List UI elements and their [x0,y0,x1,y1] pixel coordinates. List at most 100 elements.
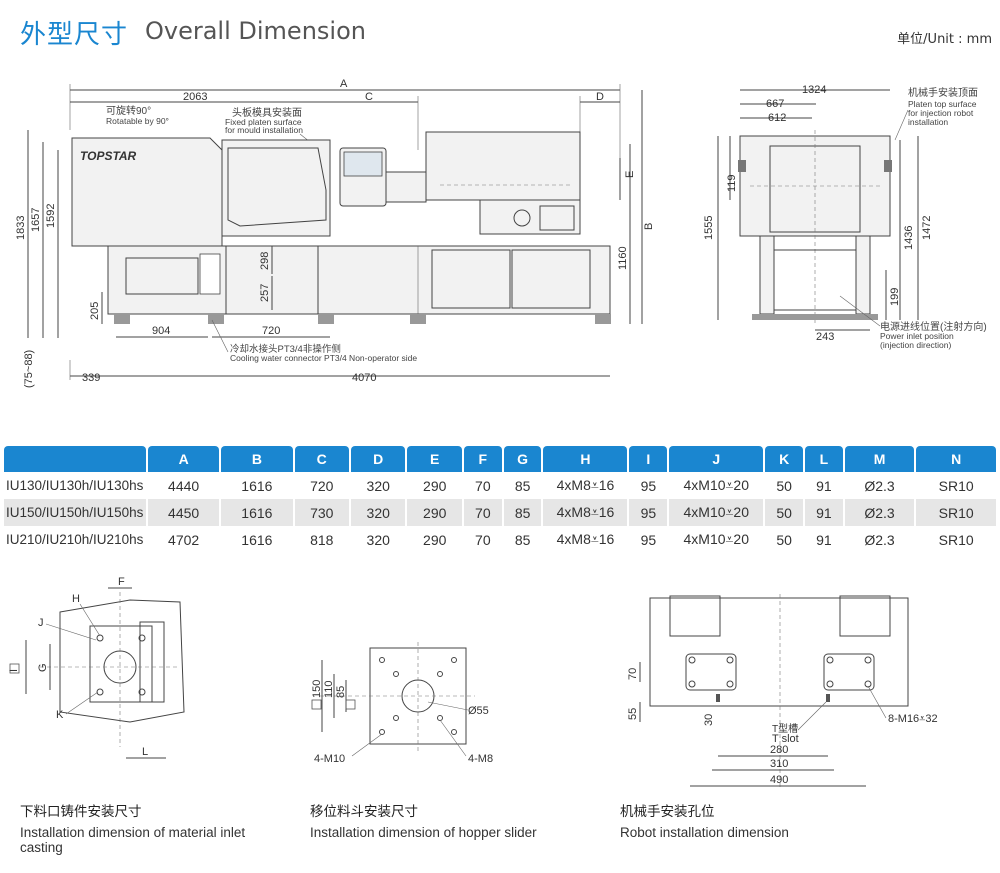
dim-1160: 1160 [617,246,629,270]
label-tslot-en: T slot [772,733,799,745]
table-cell: 91 [805,499,843,526]
page-title-zh: 外型尺寸 [20,20,129,50]
header-cell: C [294,446,349,472]
dim-339: 339 [82,372,100,384]
table-cell: 91 [805,526,843,553]
dim-612: 612 [768,112,786,124]
spec-table-header: A B C D E F G H I J K L M N [4,446,996,472]
table-cell: 818 [294,526,349,553]
caption-hopper-zh: 移位料斗安装尺寸 [310,804,418,820]
label-dia55: Ø55 [468,705,489,717]
dim-1436: 1436 [903,226,915,250]
dim-e: E [624,171,636,178]
dim-1324: 1324 [802,84,826,96]
table-cell: 4xM8⩡16 [543,526,628,553]
dim-1592: 1592 [45,204,57,228]
table-cell: 720 [294,472,349,499]
front-view-drawing: A 2063 C D 可旋转90° Rotatable by 90° 头板模具安… [15,78,655,388]
dim-1555: 1555 [703,216,715,240]
caption-robot: 机械手安装孔位 Robot installation dimension [620,804,789,841]
label-150: 150 [311,680,323,698]
header-cell: J [669,446,764,472]
label-j: J [38,617,44,629]
note-cool-en: Cooling water connector PT3/4 Non-operat… [230,353,417,363]
table-cell: 730 [294,499,349,526]
table-cell: 95 [629,499,668,526]
note-robot-zh: 机械手安装顶面 [908,86,978,99]
table-cell: 4440 [148,472,220,499]
label-110: 110 [323,680,335,698]
table-cell: 290 [407,499,462,526]
header-cell: I [629,446,668,472]
note-mould-zh: 头板模具安装面 [232,106,302,119]
table-cell: SR10 [916,499,996,526]
label-tslot-zh: T型槽 [772,722,798,735]
dim-1472: 1472 [921,216,933,240]
table-cell: 70 [463,472,502,499]
hopper-slider-drawing: 150 110 85 Ø55 4-M10 4-M8 [311,642,493,765]
dim-1833: 1833 [15,216,27,240]
caption-robot-zh: 机械手安装孔位 [620,804,715,820]
table-cell: IU150/IU150h/IU150hs [4,499,146,526]
note-rotate-zh: 可旋转90° [106,104,151,117]
caption-hopper-en: Installation dimension of hopper slider [310,825,537,840]
note-power-zh: 电源进线位置(注射方向) [880,320,987,333]
table-cell: 4xM10⩡20 [669,526,764,553]
note-robot-en1: Platen top surface [908,99,977,109]
caption-inlet-en: Installation dimension of material inlet… [20,825,246,855]
label-f: F [118,576,125,588]
table-row: IU210/IU210h/IU210hs 4702 1616 818 320 2… [4,526,996,553]
label-280: 280 [770,744,788,756]
spec-table: A B C D E F G H I J K L M N IU130/IU130h… [2,446,998,553]
table-cell: 1616 [221,526,293,553]
table-cell: IU210/IU210h/IU210hs [4,526,146,553]
dim-4070: 4070 [352,372,376,384]
table-cell: 85 [503,472,542,499]
dim-d: D [596,91,604,103]
table-cell: 1616 [221,499,293,526]
label-4m8: 4-M8 [468,753,493,765]
table-cell: 95 [629,472,668,499]
dim-257: 257 [259,284,271,302]
header-cell: E [407,446,462,472]
header-cell: N [916,446,996,472]
robot-install-drawing: 70 55 30 T型槽 T slot 8-M16⩡32 280 310 490 [627,594,938,790]
header-cell: M [844,446,915,472]
header-cell: H [543,446,628,472]
note-rotate-en: Rotatable by 90° [106,116,169,126]
label-490: 490 [770,774,788,786]
caption-robot-en: Robot installation dimension [620,825,789,840]
label-g: G [37,663,49,672]
table-cell: Ø2.3 [844,526,915,553]
table-cell: 85 [503,526,542,553]
header-cell: D [350,446,406,472]
brand-logo: TOPSTAR [80,149,137,163]
table-cell: 50 [765,526,804,553]
note-power-en2: (injection direction) [880,340,952,350]
header-cell: B [221,446,293,472]
note-robot-en3: installation [908,117,948,127]
table-cell: Ø2.3 [844,499,915,526]
label-30: 30 [703,714,715,726]
table-row: IU130/IU130h/IU130hs 4440 1616 720 320 2… [4,472,996,499]
dim-298: 298 [259,252,271,270]
table-cell: 4450 [148,499,220,526]
dim-c: C [365,91,373,103]
caption-inlet: 下料口铸件安装尺寸 Installation dimension of mate… [20,804,250,856]
table-cell: SR10 [916,472,996,499]
table-cell: 320 [350,472,406,499]
side-view-drawing: 1324 667 612 机械手安装顶面 Platen top surface … [703,84,987,350]
caption-inlet-zh: 下料口铸件安装尺寸 [20,804,142,820]
dim-b: B [643,223,655,230]
label-85: 85 [335,686,347,698]
caption-hopper: 移位料斗安装尺寸 Installation dimension of hoppe… [310,804,537,841]
header-cell: L [805,446,843,472]
note-mould-en1: Fixed platen surface [225,117,302,127]
dim-667: 667 [766,98,784,110]
table-cell: 4702 [148,526,220,553]
dim-205: 205 [89,302,101,320]
label-k: K [56,709,64,721]
header-cell: A [148,446,220,472]
table-cell: Ø2.3 [844,472,915,499]
header-cell: G [503,446,542,472]
